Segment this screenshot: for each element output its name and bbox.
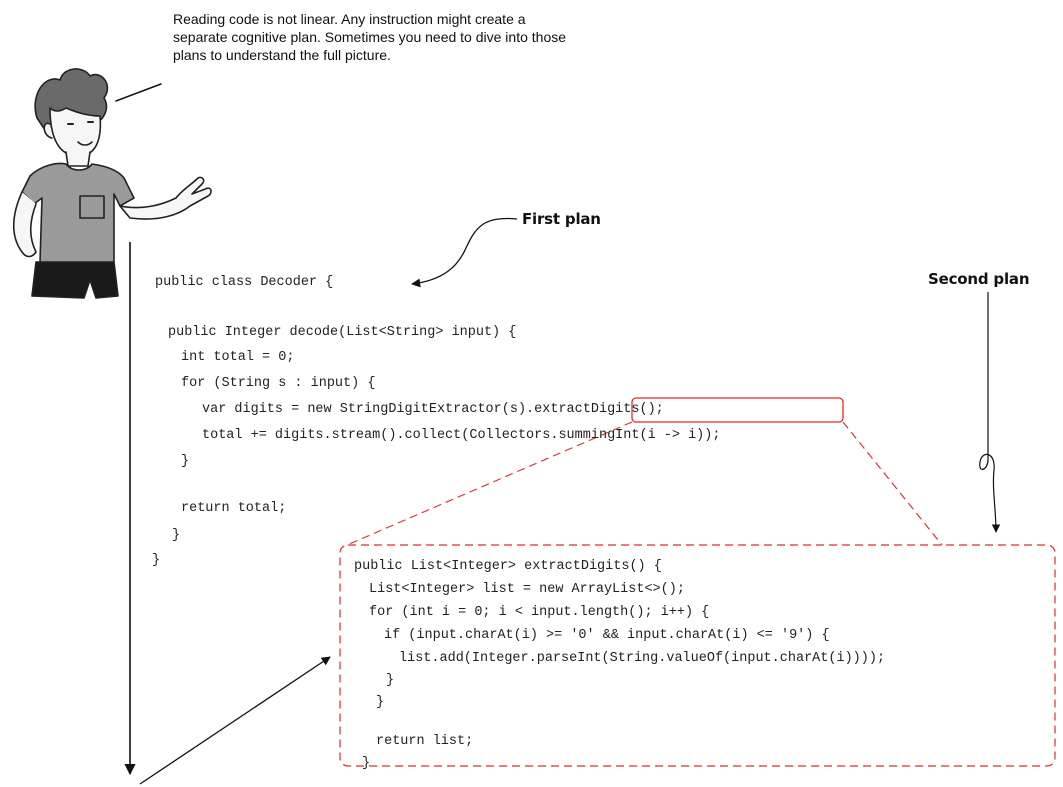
zoom-line-right — [842, 421, 943, 546]
code-extract-digits-call: extractDigits(); — [534, 402, 664, 417]
code-line-return: return total; — [181, 501, 287, 516]
first-plan-arrow — [411, 217, 518, 288]
code-line-if: if (input.charAt(i) >= '0' && input.char… — [384, 628, 830, 643]
code-line-list-init: List<Integer> list = new ArrayList<>(); — [369, 582, 685, 597]
speech-bubble-text: Reading code is not linear. Any instruct… — [173, 11, 567, 63]
code-line-method-close: } — [172, 528, 181, 543]
code-line-for: for (int i = 0; i < input.length(); i++)… — [369, 605, 710, 620]
first-plan-label: First plan — [522, 210, 601, 228]
code-line-signature: public List<Integer> extractDigits() { — [354, 559, 662, 574]
second-plan-arrow — [979, 292, 1001, 533]
code-line-total-init: int total = 0; — [181, 350, 295, 365]
return-to-plan-arrow — [139, 656, 331, 785]
code-line-method-close: } — [362, 756, 371, 771]
code-line-for-close: } — [181, 454, 190, 469]
code-line-add: list.add(Integer.parseInt(String.valueOf… — [399, 651, 886, 666]
extract-digits-highlight — [631, 397, 844, 423]
code-line-class-close: } — [152, 553, 161, 568]
code-line-digits: var digits = new StringDigitExtractor(s)… — [202, 399, 664, 420]
code-line-for: for (String s : input) { — [181, 376, 376, 391]
code-line-for-close: } — [376, 695, 385, 710]
developer-character-illustration — [12, 68, 212, 299]
second-plan-box — [339, 544, 1056, 767]
code-line-total-sum: total += digits.stream().collect(Collect… — [202, 428, 721, 443]
code-line-return: return list; — [376, 734, 474, 749]
code-line-class: public class Decoder { — [155, 275, 334, 290]
code-digits-prefix: var digits = new StringDigitExtractor(s)… — [202, 402, 535, 417]
code-line-if-close: } — [386, 673, 395, 688]
code-line-method: public Integer decode(List<String> input… — [168, 325, 517, 340]
second-plan-label: Second plan — [928, 270, 1030, 288]
